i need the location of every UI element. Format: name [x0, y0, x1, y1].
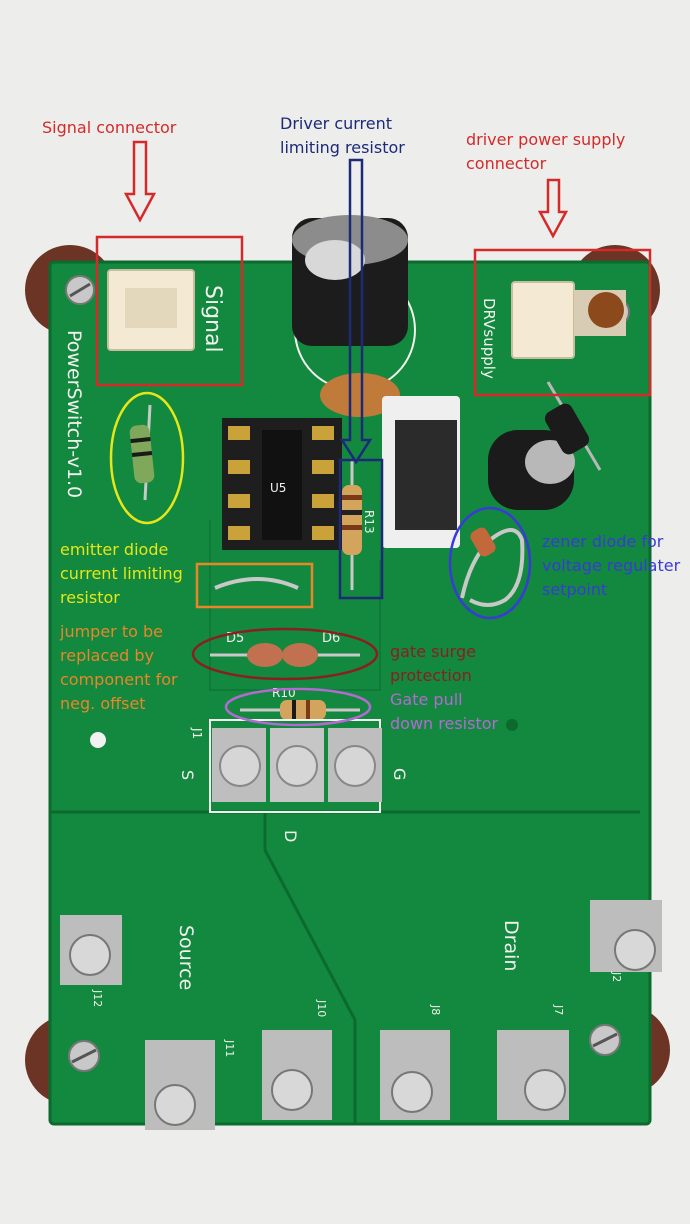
label-zener-line3: setpoint: [542, 580, 608, 599]
voltage-regulator: [382, 396, 460, 548]
label-driver-supply-line1: driver power supply: [466, 130, 626, 149]
silk-s: S: [178, 770, 197, 780]
gate-surge-ellipse: [191, 627, 379, 681]
gate-pulldown-ellipse: [224, 687, 372, 727]
label-emitter-line2: current limiting: [60, 564, 183, 583]
arrow-signal-icon: [123, 140, 157, 223]
ceramic-capacitor: [320, 373, 400, 417]
label-jumper-line2: replaced by: [60, 646, 154, 665]
silk-j10: J10: [315, 999, 328, 1017]
silk-d6: D6: [322, 631, 340, 646]
silk-j8: J8: [429, 1004, 442, 1015]
silk-j7: J7: [552, 1004, 565, 1015]
silk-j2: J2: [610, 971, 623, 982]
silk-g: G: [390, 768, 409, 780]
silk-j12: J12: [91, 989, 104, 1007]
silk-j11: J11: [223, 1039, 236, 1057]
silk-drain: Drain: [500, 920, 522, 971]
label-zener-line2: voltage regulater: [542, 556, 681, 575]
signal-connector: [107, 269, 195, 351]
jumper-wire: [214, 577, 299, 590]
silkscreen: Signal DRVsupply PowerSwitch-v1.0 U5 R13…: [63, 285, 623, 1057]
label-gate-pulldown-line2: down resistor: [390, 714, 499, 733]
label-gate-pulldown-line1: Gate pull: [390, 690, 463, 709]
lower-terminals: [60, 900, 662, 1130]
label-zener-line1: zener diode for: [542, 532, 664, 551]
supply-diode: [544, 381, 602, 471]
terminal-j1: [209, 719, 382, 813]
label-driver-resistor-line1: Driver current: [280, 114, 393, 133]
label-driver-supply-line2: connector: [466, 154, 547, 173]
diodes-d5-d6: [210, 643, 360, 667]
silk-j1: J1: [190, 727, 204, 739]
resistor-r10: [240, 700, 360, 720]
resistor-emitter: [129, 404, 155, 501]
zener-ellipse: [448, 506, 532, 620]
silk-r13: R13: [362, 510, 376, 534]
label-gate-surge-line1: gate surge: [390, 642, 476, 661]
label-jumper-line3: component for: [60, 670, 178, 689]
arrow-supply-icon: [537, 178, 569, 239]
annotation-overlays: [95, 140, 652, 727]
jumper-box: [195, 562, 314, 609]
label-jumper-line4: neg. offset: [60, 694, 146, 713]
silk-signal: Signal: [200, 285, 225, 353]
emitter-resistor-ellipse: [109, 391, 185, 525]
silk-drvsupply: DRVsupply: [480, 298, 498, 379]
label-signal-connector: Signal connector: [42, 118, 177, 137]
zener-diode: [460, 527, 525, 607]
driver-power-connector: [511, 281, 626, 359]
driver-resistor-box: [338, 458, 384, 600]
resistor-r13: [342, 460, 362, 590]
label-gate-surge-line2: protection: [390, 666, 472, 685]
ic-socket: [222, 418, 342, 550]
silk-board-name: PowerSwitch-v1.0: [63, 330, 85, 498]
silk-u5: U5: [270, 481, 286, 495]
label-emitter-line3: resistor: [60, 588, 120, 607]
silk-d: D: [281, 830, 300, 842]
label-jumper-line1: jumper to be: [60, 622, 163, 641]
label-emitter-line1: emitter diode: [60, 540, 169, 559]
label-driver-resistor-line2: limiting resistor: [280, 138, 405, 157]
silk-source: Source: [175, 925, 197, 990]
signal-box: [95, 235, 244, 387]
arrow-driver-icon: [339, 158, 373, 465]
supply-box: [473, 248, 652, 397]
